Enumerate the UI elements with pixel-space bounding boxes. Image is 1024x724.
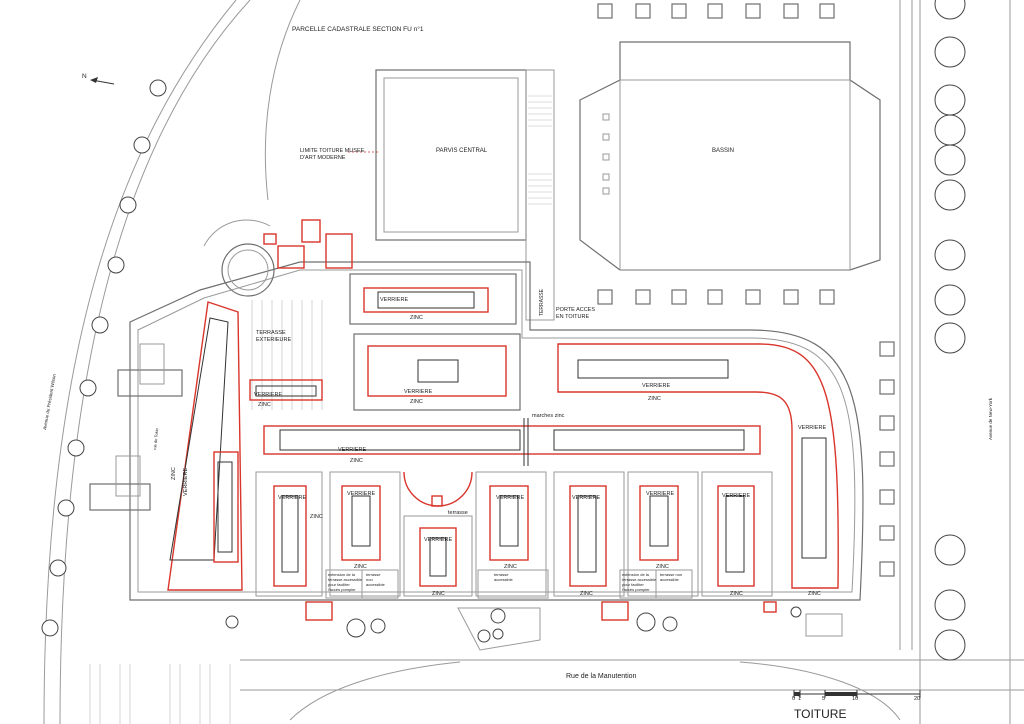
terrace-ext-label-1: TERRASSE bbox=[256, 330, 286, 336]
scale-tick-1: 1 bbox=[798, 696, 801, 702]
ext-a-line-1: extension de la bbox=[328, 572, 356, 577]
zinc-label-2: ZINC bbox=[410, 399, 423, 405]
verriere-label-8: VERRIERE bbox=[424, 537, 452, 543]
ext-b-line-2: terrasse accessible bbox=[622, 577, 657, 582]
zinc-label-9: ZINC bbox=[504, 564, 517, 570]
zinc-label-8: ZINC bbox=[432, 591, 445, 597]
verriere-label-13: VERRIERE bbox=[798, 425, 826, 431]
street-bottom-label: Rue de la Manutention bbox=[566, 673, 637, 680]
verriere-label-10: VERRIERE bbox=[572, 495, 600, 501]
verriere-label-9: VERRIERE bbox=[496, 495, 524, 501]
verriere-vertical-label: VERRIERE bbox=[183, 468, 189, 496]
zinc-label-3: ZINC bbox=[258, 402, 271, 408]
nonacc-b-line-2: accessible bbox=[660, 577, 679, 582]
nonacc-a-line-1: terrasse bbox=[366, 572, 381, 577]
limit-roof-label-1: LIMITE TOITURE MUSEE bbox=[300, 148, 365, 154]
verriere-label-2: VERRIERE bbox=[404, 389, 432, 395]
zinc-label-4: ZINC bbox=[648, 396, 661, 402]
zinc-label-11: ZINC bbox=[656, 564, 669, 570]
verriere-label-12: VERRIERE bbox=[722, 493, 750, 499]
street-left-label: Avenue du Président Wilson bbox=[42, 373, 57, 430]
verriere-label-11: VERRIERE bbox=[646, 491, 674, 497]
zinc-label-12: ZINC bbox=[730, 591, 743, 597]
scale-tick-0: 0 bbox=[792, 696, 795, 702]
acc-line-2: accessible bbox=[494, 577, 513, 582]
ext-b-line-1: extension de la bbox=[622, 572, 650, 577]
zinc-label-5: ZINC bbox=[350, 458, 363, 464]
scale-tick-20: 20 bbox=[914, 696, 920, 702]
north-label: N bbox=[82, 73, 87, 80]
terrace-ext-label-2: EXTERIEURE bbox=[256, 337, 291, 343]
marches-zinc-label: marches zinc bbox=[532, 413, 565, 419]
verriere-label-1: VERRIERE bbox=[380, 297, 408, 303]
terrasse-vertical-label: TERRASSE bbox=[539, 288, 545, 316]
zinc-label-6: ZINC bbox=[310, 514, 323, 520]
ext-a-line-2: terrasse accessible bbox=[328, 577, 363, 582]
drawing-title: TOITURE bbox=[794, 707, 846, 721]
ext-b-line-3: pour faciliter bbox=[622, 582, 644, 587]
zinc-label-7: ZINC bbox=[354, 564, 367, 570]
acc-line-1: terrasse bbox=[494, 572, 509, 577]
ext-a-line-3: pour faciliter bbox=[328, 582, 350, 587]
verriere-label-3: VERRIERE bbox=[254, 392, 282, 398]
terrasse-small-label: terrasse bbox=[448, 510, 468, 516]
limit-roof-label-2: D'ART MODERNE bbox=[300, 155, 346, 161]
zinc-label-13: ZINC bbox=[808, 591, 821, 597]
nonacc-b-line-1: terrasse non bbox=[660, 572, 682, 577]
nonacc-a-line-2: non bbox=[366, 577, 373, 582]
verriere-label-4: VERRIERE bbox=[642, 383, 670, 389]
bassin-label: BASSIN bbox=[712, 148, 734, 154]
street-right-label: Avenue de New-York bbox=[988, 397, 993, 440]
nonacc-a-line-3: accessible bbox=[366, 582, 385, 587]
porte-label-2: EN TOITURE bbox=[556, 314, 589, 320]
verriere-label-5: VERRIERE bbox=[338, 447, 366, 453]
ext-a-line-4: l'accès pompier bbox=[328, 587, 356, 592]
parvis-label: PARVIS CENTRAL bbox=[436, 148, 488, 154]
zinc-label-10: ZINC bbox=[580, 591, 593, 597]
parcel-label: PARCELLE CADASTRALE SECTION FU n°1 bbox=[292, 25, 424, 33]
scale-tick-5: 5 bbox=[822, 696, 825, 702]
scale-tick-10: 10 bbox=[852, 696, 858, 702]
zinc-label-1: ZINC bbox=[410, 315, 423, 321]
zinc-vertical-label: ZINC bbox=[171, 467, 177, 480]
street-inner-label: rue de Tokio bbox=[152, 427, 159, 450]
porte-label-1: PORTE ACCES bbox=[556, 307, 595, 313]
verriere-label-6: VERRIERE bbox=[278, 495, 306, 501]
ext-b-line-4: l'accès pompier bbox=[622, 587, 650, 592]
verriere-label-7: VERRIERE bbox=[347, 491, 375, 497]
